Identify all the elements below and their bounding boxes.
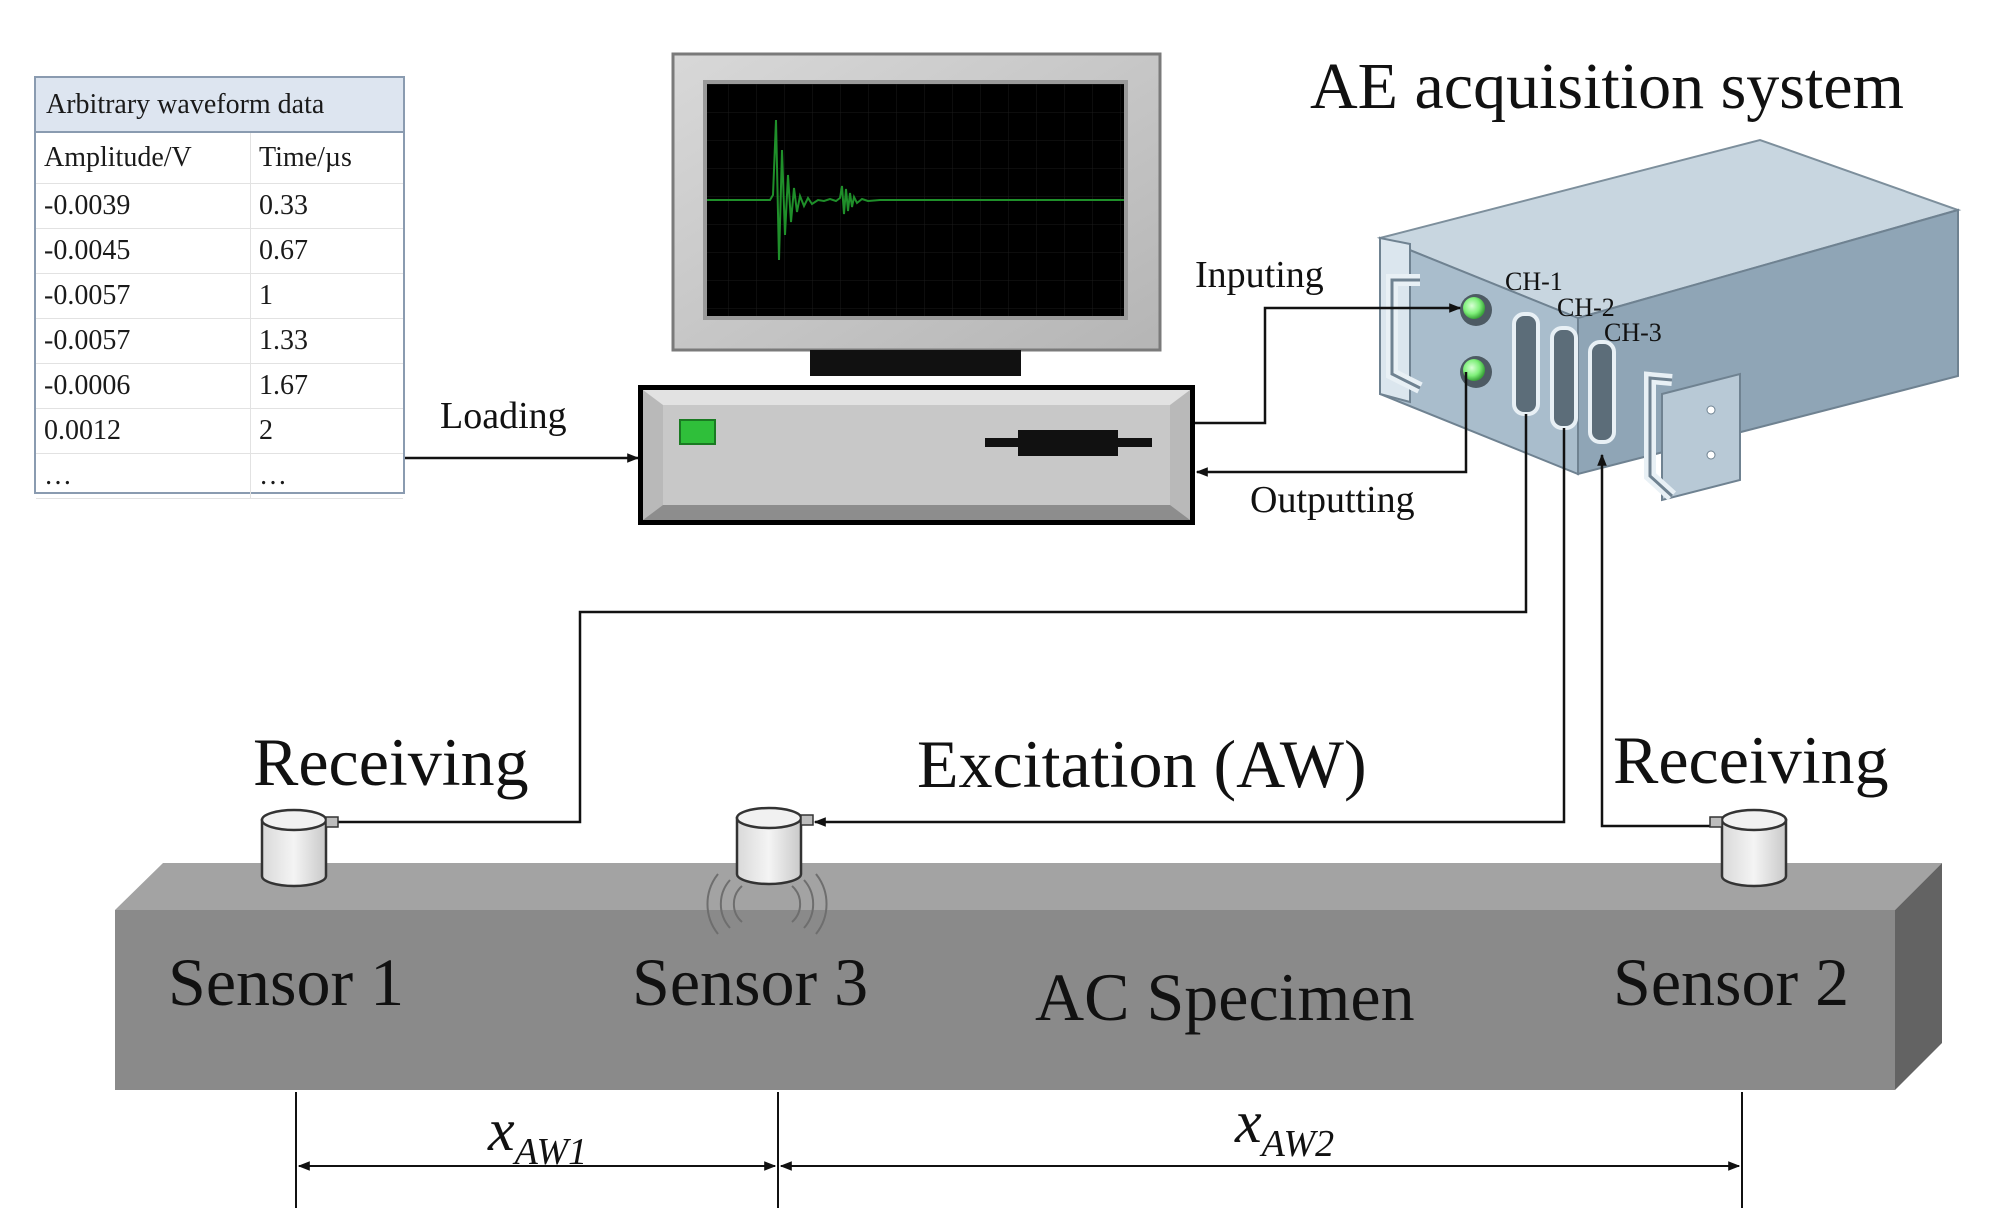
column-header-time: Time/µs [250,133,403,184]
sensor-connector-icon [1709,816,1723,828]
time-cell: 2 [250,408,403,454]
channel-3-slot [1588,340,1616,444]
rack-ear-right [1661,372,1741,502]
time-cell: 1 [250,273,403,319]
amplitude-cell: -0.0057 [36,318,251,364]
sensor-connector-icon [800,814,814,826]
specimen-beam [115,863,1942,1090]
table-title: Arbitrary waveform data [36,78,403,133]
screen-waveform [707,119,1124,261]
sensor-2-label: Sensor 2 [1613,944,1849,1020]
connections [330,303,1720,828]
computer-monitor [671,52,1162,376]
sensor-1-label: Sensor 1 [168,944,404,1020]
sensor-1 [260,808,339,888]
time-cell: … [250,453,403,499]
receiving-left-label: Receiving [253,724,529,800]
time-cell: 0.67 [250,228,403,274]
outputting-label: Outputting [1250,479,1415,521]
output-led-icon [1463,359,1485,381]
time-cell: 1.67 [250,363,403,409]
amplitude-cell: -0.0057 [36,273,251,319]
wave-emission-icon [706,873,828,935]
waveform-data-table: Arbitrary waveform data Amplitude/V Time… [34,76,405,499]
amplitude-cell: -0.0039 [36,183,251,229]
beam-top-face [115,863,1942,910]
beam-front-face [115,910,1895,1090]
specimen-label: AC Specimen [1035,959,1415,1035]
table-header-row: Amplitude/V Time/µs [36,133,403,184]
ch3-receiving-arrow [1597,453,1720,828]
sensor-3-label: Sensor 3 [632,944,868,1020]
beam-side-face [1895,863,1942,1090]
table-row: …… [36,453,403,499]
input-led-icon [1463,297,1485,319]
acquisition-system-title: AE acquisition system [1310,50,1904,123]
acquisition-device: CH-1 CH-2 CH-3 [1376,138,1962,502]
inputing-label: Inputing [1195,254,1324,296]
loading-label: Loading [440,395,567,437]
ch1-cable [330,414,1528,824]
sensor-connector-icon [325,816,339,828]
excitation-arrow [813,428,1566,827]
monitor-stand [810,350,1021,376]
drive-icon [1018,430,1118,456]
ch3-label: CH-3 [1604,318,1662,347]
inputing-arrow [1195,303,1462,425]
distance-2-label: xAW2 [1234,1089,1334,1165]
time-cell: 1.33 [250,318,403,364]
distance-1-label: xAW1 [487,1097,587,1173]
amplitude-cell: -0.0045 [36,228,251,274]
computer-case [638,385,1195,525]
column-header-amplitude: Amplitude/V [36,133,251,184]
receiving-right-label: Receiving [1613,722,1889,798]
channel-1-slot [1512,312,1540,416]
ch1-label: CH-1 [1505,267,1563,296]
rack-screw-icon [1706,450,1716,460]
time-cell: 0.33 [250,183,403,229]
sensor-2 [1709,808,1788,888]
excitation-label: Excitation (AW) [917,726,1367,802]
outputting-arrow [1195,372,1468,477]
amplitude-cell: … [36,453,251,499]
power-led-icon [679,419,716,445]
sensor-3 [735,806,814,886]
dimension-lines [295,1092,1743,1208]
ch2-label: CH-2 [1557,293,1615,322]
amplitude-cell: -0.0006 [36,363,251,409]
amplitude-cell: 0.0012 [36,408,251,454]
rack-screw-icon [1706,405,1716,415]
channel-2-slot [1550,326,1578,430]
